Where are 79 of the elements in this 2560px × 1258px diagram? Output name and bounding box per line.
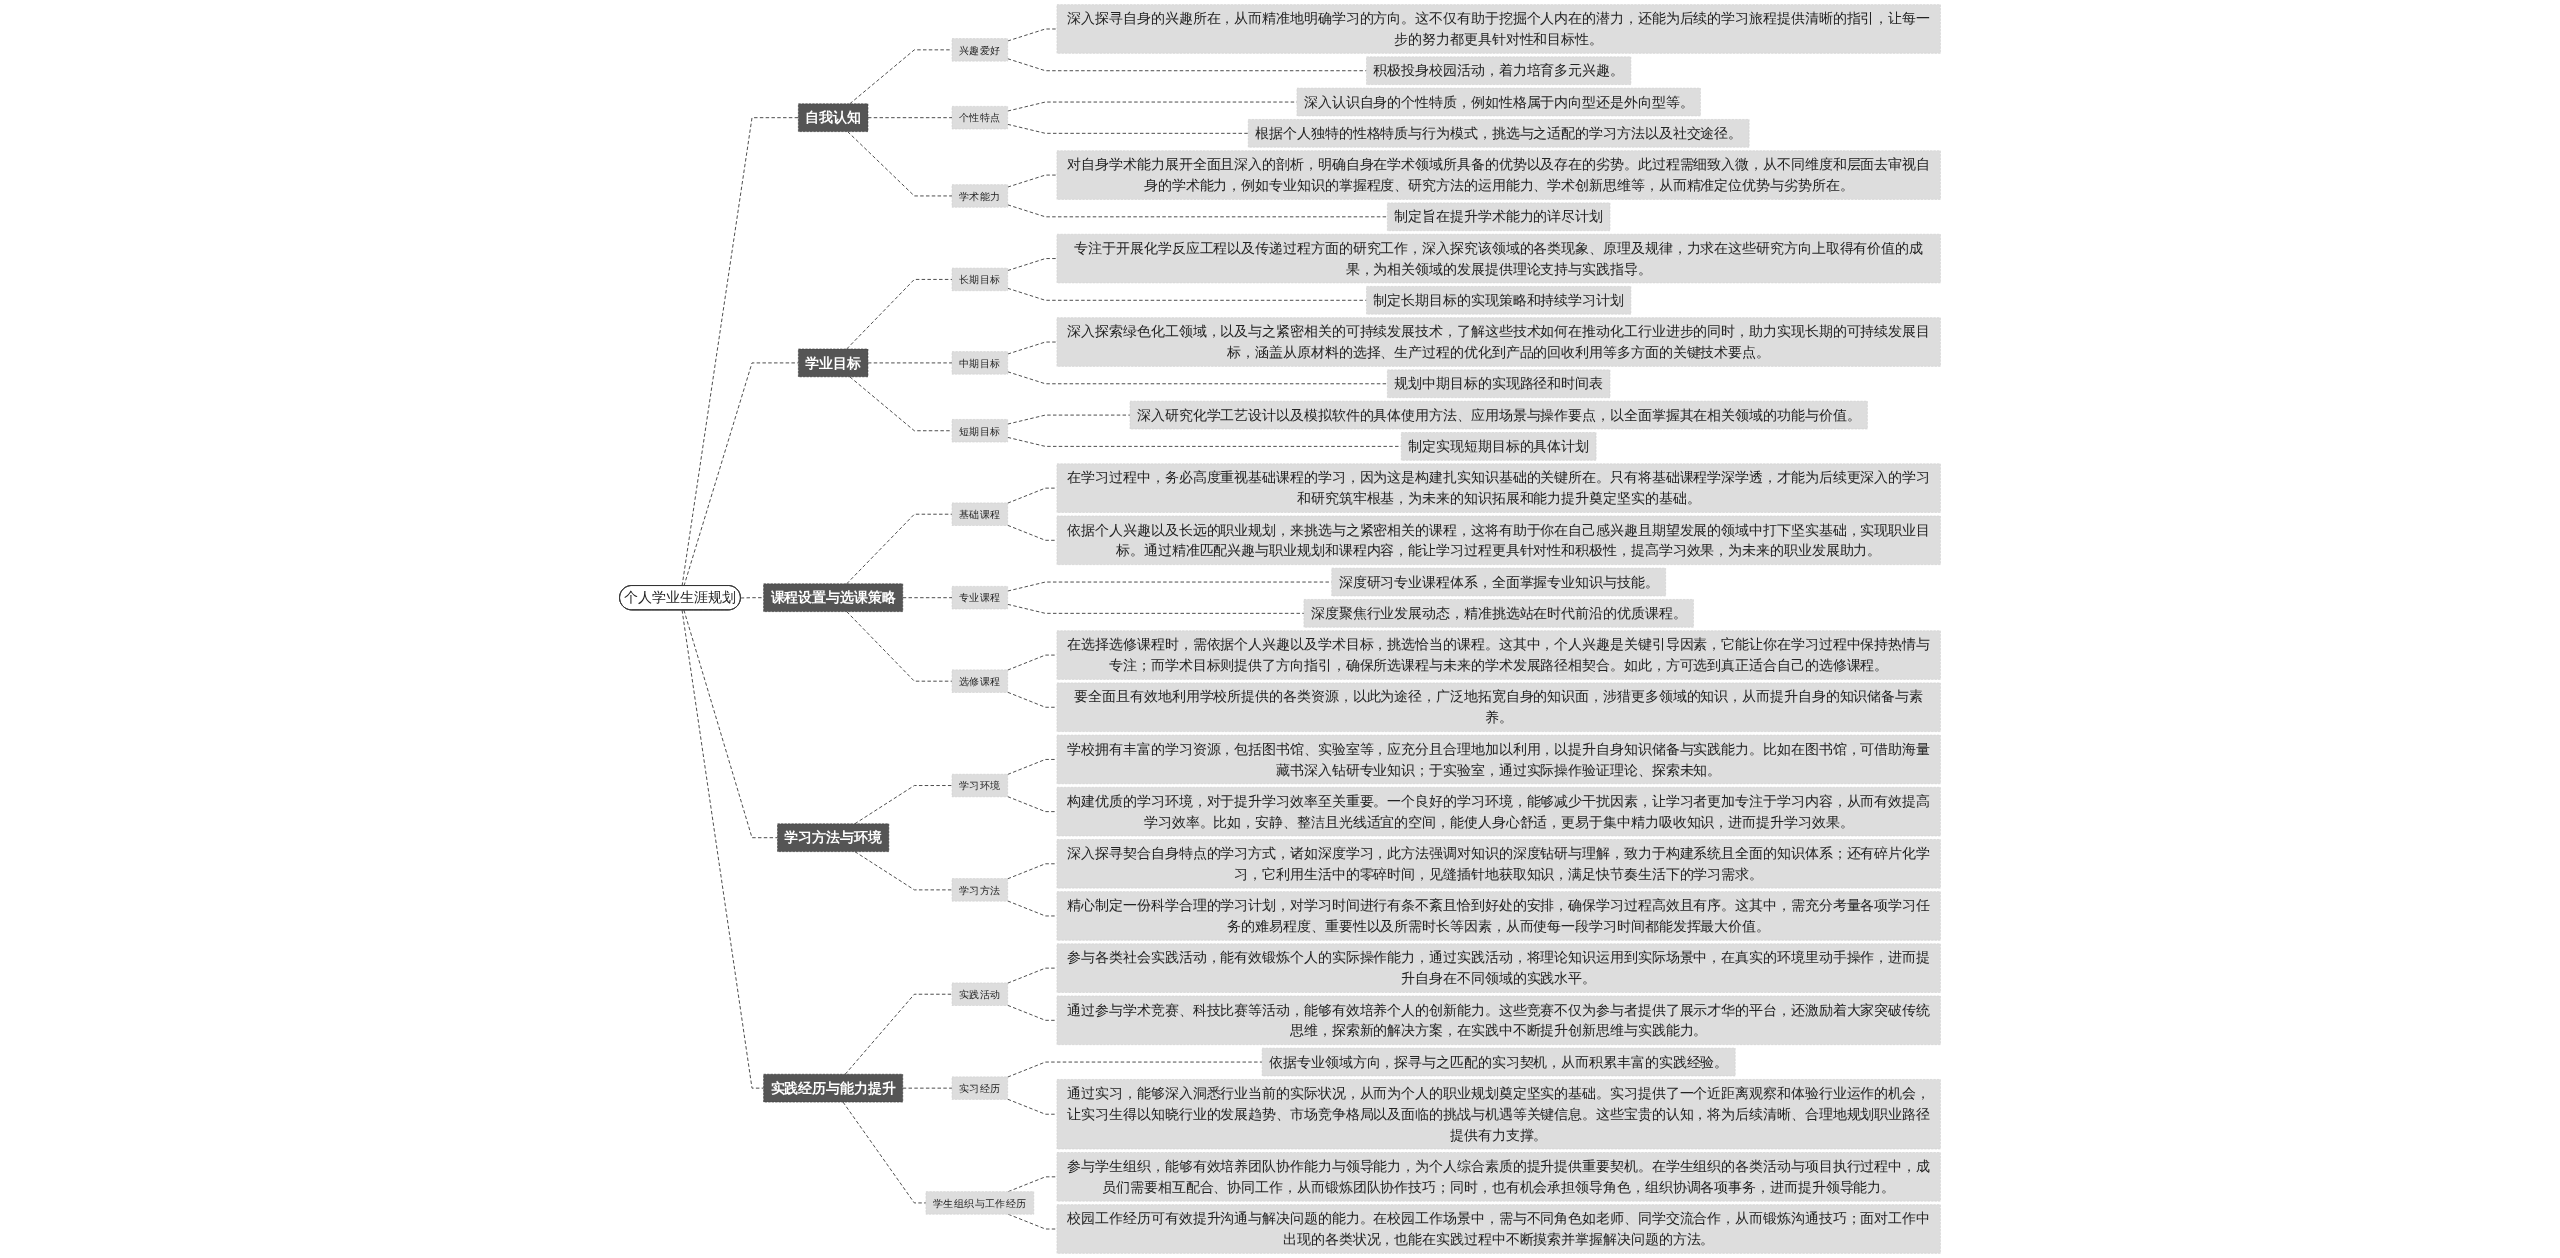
node-box: 依据个人兴趣以及长远的职业规划，来挑选与之紧密相关的课程，这将有助于你在自己感兴趣且期望发展的领域中打下坚实基础，实现职业目标。通过精准匹配兴趣与职业规划和课程内容，能让学习过程更具针对性和积极性，提高学习效果，为未来的职业发展助力。 xyxy=(1056,515,1941,565)
node-box: 选修课程 xyxy=(951,669,1008,693)
node-box: 精心制定一份科学合理的学习计划，对学习时间进行有条不紊且恰到好处的安排，确保学习过程高效且有序。这其中，需充分考量各项学习任务的难易程度、重要性以及所需时长等因素，从而使每一段学习时间都能发挥最大价值。 xyxy=(1056,891,1941,941)
connector xyxy=(854,851,953,891)
node-box: 构建优质的学习环境，对于提升学习效率至关重要。一个良好的学习环境，能够减少干扰因素，让学习者更加专注于学习内容，从而有效提高学习效率。比如，安静、整洁且光线适宜的空间，能使人身心舒适，更易于集中精力吸收知识，进而提升学习效果。 xyxy=(1056,786,1941,837)
node-box: 校园工作经历可有效提升沟通与解决问题的能力。在校园工作场景中，需与不同角色如老师、同学交流合作，从而锻炼沟通技巧；面对工作中出现的各类状况，也能在实践过程中不断摸索并掌握解决问题的方法。 xyxy=(1056,1204,1941,1254)
node-box: 在学习过程中，务必高度重视基础课程的学习，因为这是构建扎实知识基础的关键所在。只有将基础课程学深学透，才能为后续更深入的学习和研究筑牢根基，为未来的知识拓展和能力提升奠定坚实的基础。 xyxy=(1056,463,1941,513)
connector xyxy=(1007,174,1058,188)
node-box: 要全面且有效地利用学校所提供的各类资源，以此为途径，广泛地拓宽自身的知识面，涉猎更多领域的知识，从而提升自身的知识储备与素养。 xyxy=(1056,682,1941,732)
node-box: 对自身学术能力展开全面且深入的剖析，明确自身在学术领域所具备的优势以及存在的劣势。此过程需细致入微，从不同维度和层面去审视自身的学术能力，例如专业知识的掌握程度、研究方法的运用能力、学术创新思维等，从而精准定位优势与劣势所在。 xyxy=(1056,150,1941,200)
connector xyxy=(846,513,953,585)
node-box: 个性特点 xyxy=(951,106,1008,130)
connector xyxy=(1007,1004,1058,1021)
node-box: 学业目标 xyxy=(798,348,869,378)
connector xyxy=(854,785,953,825)
connector xyxy=(846,611,953,682)
connector xyxy=(740,597,765,599)
connector xyxy=(1007,967,1058,984)
connector xyxy=(849,49,953,105)
node-box: 深入探寻自身的兴趣所在，从而精准地明确学习的方向。这不仅有助于挖掘个人内在的潜力，还能为后续的学习旅程提供清晰的指引，让每一步的努力都更具针对性和目标性。 xyxy=(1056,4,1941,54)
node-box: 学校拥有丰富的学习资源，包括图书馆、实验室等，应充分且合理地加以利用，以提升自身知识储备与实践能力。比如在图书馆，可借助海量藏书深入钻研专业知识；于实验室，通过实际操作验证理论、探索未知。 xyxy=(1056,734,1941,785)
connector xyxy=(1007,436,1402,447)
node-box: 积极投身校园活动，着力培育多元兴趣。 xyxy=(1366,56,1632,85)
connector xyxy=(1007,524,1058,541)
node-box: 深入探寻契合自身特点的学习方式，诸如深度学习，此方法强调对知识的深度钻研与理解，致力于构建系统且全面的知识体系；还有碎片化学习，它利用生活中的零碎时间，见缝插针地获取知识，满足快节奏生活下的学习需求。 xyxy=(1056,839,1941,889)
node-box: 学生组织与工作经历 xyxy=(925,1191,1035,1215)
node-box: 学术能力 xyxy=(951,184,1008,208)
connector xyxy=(681,609,765,1089)
connector xyxy=(1007,900,1058,917)
connector xyxy=(683,609,778,839)
node-box: 制定实现短期目标的具体计划 xyxy=(1401,432,1597,461)
connector xyxy=(1007,691,1058,708)
node-box: 通过实习，能够深入洞悉行业当前的实际状况，从而为个人的职业规划奠定坚实的基础。实习提供了一个近距离观察和体验行业运作的机会，让实习生得以知晓行业的发展趋势、市场竞争格局以及面临的挑战与机遇等关键信息。这些宝贵的认知，将为后续清晰、合理地规划职业路径提供有力支撑。 xyxy=(1056,1079,1941,1150)
connector xyxy=(1007,863,1058,880)
node-box: 实践活动 xyxy=(951,982,1008,1006)
node-box: 实践经历与能力提升 xyxy=(763,1073,904,1103)
connector xyxy=(1007,341,1058,355)
node-box: 短期目标 xyxy=(951,419,1008,443)
node-box: 学习环境 xyxy=(951,773,1008,798)
node-box: 长期目标 xyxy=(951,267,1008,292)
node-box: 学习方法与环境 xyxy=(777,823,890,852)
node-box: 制定旨在提升学术能力的详尽计划 xyxy=(1387,202,1611,231)
node-box: 通过参与学术竞赛、科技比赛等活动，能够有效培养个人的创新能力。这些竞赛不仅为参与者提供了展示才华的平台，还激励着大家突破传统思维，探索新的解决方案，在实践中不断提升创新思维与实践能力。 xyxy=(1056,995,1941,1045)
connector xyxy=(1007,371,1388,385)
node-box: 制定长期目标的实现策略和持续学习计划 xyxy=(1366,286,1632,315)
node-box: 基础课程 xyxy=(951,502,1008,526)
connector xyxy=(1007,258,1058,271)
connector xyxy=(1007,204,1388,218)
node-box: 深度聚焦行业发展动态，精准挑选站在时代前沿的优质课程。 xyxy=(1303,599,1694,628)
node-box: 中期目标 xyxy=(951,351,1008,375)
node-box: 规划中期目标的实现路径和时间表 xyxy=(1387,369,1611,398)
connector xyxy=(867,117,953,119)
node-box: 深入探索绿色化工领域，以及与之紧密相关的可持续发展技术，了解这些技术如何在推动化工行业进步的同时，助力实现长期的可持续发展目标，涵盖从原材料的选择、生产过程的优化到产品的回收利用等多方面的关键技术要点。 xyxy=(1056,317,1941,367)
node-box: 兴趣爱好 xyxy=(951,38,1008,62)
node-box: 专注于开展化学反应工程以及传递过程方面的研究工作，深入探究该领域的各类现象、原理及规律，力求在这些研究方向上取得有价值的成果，为相关领域的发展提供理论支持与实践指导。 xyxy=(1056,233,1941,284)
node-box: 深入认识自身的个性特质，例如性格属于内向型还是外向型等。 xyxy=(1296,87,1701,117)
connector xyxy=(1007,796,1058,813)
connector xyxy=(1007,1061,1263,1078)
node-box: 根据个人独特的性格特质与行为模式，挑选与之适配的学习方法以及社交途径。 xyxy=(1247,119,1750,148)
node-box: 学习方法 xyxy=(951,878,1008,902)
node-box: 自我认知 xyxy=(798,103,869,132)
connector xyxy=(1007,1098,1058,1115)
connector xyxy=(1007,28,1058,42)
connector xyxy=(844,993,953,1075)
connector xyxy=(1007,123,1249,134)
node-box: 在选择选修课程时，需依据个人兴趣以及学术目标，挑选恰当的课程。这其中，个人兴趣是关键引导因素，它能让你在学习过程中保持热情与专注；而学术目标则提供了方向指引，确保所选课程与未来的学术发展路径相契合。如此，方可选到真正适合自己的选修课程。 xyxy=(1056,630,1941,680)
node-box: 参与学生组织，能够有效培养团队协作能力与领导能力，为个人综合素质的提升提供重要契机。在学生组织的各类活动与项目执行过程中，成员们需要相互配合、协同工作，从而锻炼团队协作技巧；同时，也有机会承担领导角色，组织协调各项事务，进而提升领导能力。 xyxy=(1056,1152,1941,1202)
connector xyxy=(1007,487,1058,504)
node-box: 专业课程 xyxy=(951,586,1008,610)
node-box: 深度研习专业课程体系，全面掌握专业知识与技能。 xyxy=(1331,567,1666,597)
node-box: 深入研究化学工艺设计以及模拟软件的具体使用方法、应用场景与操作要点，以全面掌握其在相关领域的功能与价值。 xyxy=(1129,400,1868,430)
node-box: 参与各类社会实践活动，能有效锻炼个人的实际操作能力，通过实践活动，将理论知识运用到实际场景中，在真实的环境里动手操作，进而提升自身在不同领域的实践水平。 xyxy=(1056,943,1941,993)
node-box: 依据专业领域方向，探寻与之匹配的实习契机，从而积累丰富的实践经验。 xyxy=(1261,1047,1736,1077)
connector xyxy=(849,376,953,432)
connector xyxy=(1007,654,1058,671)
connector xyxy=(846,279,953,350)
node-box: 课程设置与选课策略 xyxy=(763,583,904,612)
connector xyxy=(1007,759,1058,775)
node-box: 实习经历 xyxy=(951,1076,1008,1100)
